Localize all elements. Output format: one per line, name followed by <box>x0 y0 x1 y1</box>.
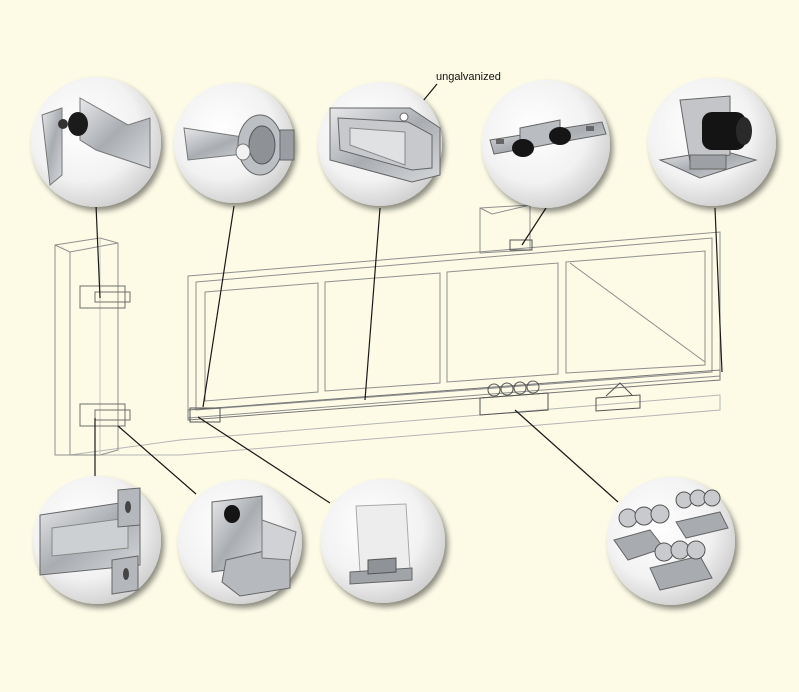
steel-track-profile-icon <box>318 82 442 206</box>
leader-lines <box>94 83 723 504</box>
ungalvanized-label: ungalvanized <box>436 71 501 83</box>
roller-carriage-icon <box>607 477 735 605</box>
wall-bracket-with-roller-icon <box>31 77 161 207</box>
top-guide-rollers-icon <box>482 80 610 208</box>
bottom-end-catcher-icon <box>178 480 302 604</box>
left-post <box>54 237 119 456</box>
gate-frame <box>187 231 721 421</box>
end-cap-plate-icon <box>321 479 445 603</box>
end-roller-wheel-icon <box>174 83 295 203</box>
gate-drawing <box>54 204 721 456</box>
rail-carriages <box>189 239 641 423</box>
post-brackets <box>79 285 131 427</box>
rubber-stopper-icon <box>648 78 776 206</box>
right-guide-post <box>479 204 531 254</box>
support-bracket-icon <box>33 476 161 604</box>
